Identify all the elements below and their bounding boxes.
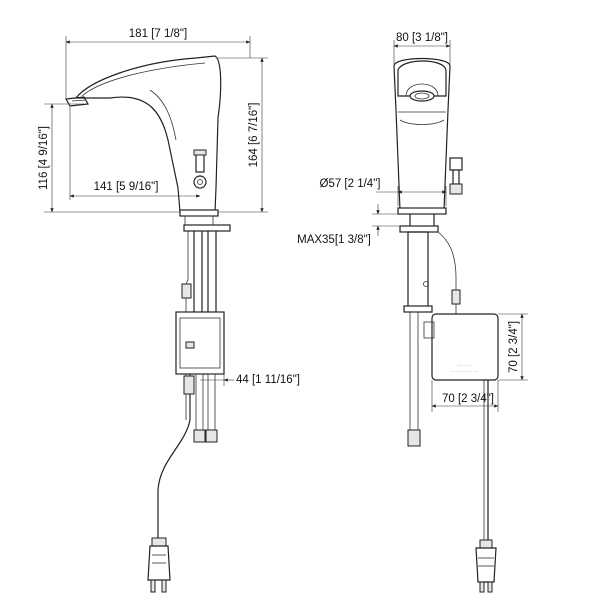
label-base-diameter: Ø57 [2 1/4"] — [320, 178, 381, 190]
svg-text:.... ... ..... .. .... ... ...: .... ... ..... .. .... ... ..... — [451, 369, 478, 373]
label-body-height: 116 [4 9/16"] — [38, 126, 50, 190]
side-view — [44, 36, 268, 593]
label-max-deck: MAX35[1 3/8"] — [297, 234, 371, 246]
label-spout-reach: 141 [5 9/16"] — [94, 181, 159, 193]
control-box-front — [431, 313, 499, 381]
front-view: ........ ........ .... ... ..... .. ....… — [372, 40, 528, 593]
label-total-height: 164 [6 7/16"] — [248, 103, 260, 168]
label-box-width: 70 [2 3/4"] — [442, 393, 494, 405]
label-box-height: 70 [2 3/4"] — [508, 321, 520, 373]
shank-front — [407, 231, 429, 309]
faucet-body-side — [74, 55, 222, 213]
label-box-depth: 44 [1 11/16"] — [236, 374, 300, 386]
label-overall-width: 181 [7 1/8"] — [129, 28, 187, 40]
control-box-side — [175, 311, 225, 375]
sensor-eye-side — [193, 175, 207, 189]
faucet-body-front — [393, 57, 451, 211]
plug-front — [475, 547, 497, 583]
svg-text:........ ........: ........ ........ — [457, 363, 471, 367]
label-front-width: 80 [3 1/8"] — [396, 32, 448, 44]
